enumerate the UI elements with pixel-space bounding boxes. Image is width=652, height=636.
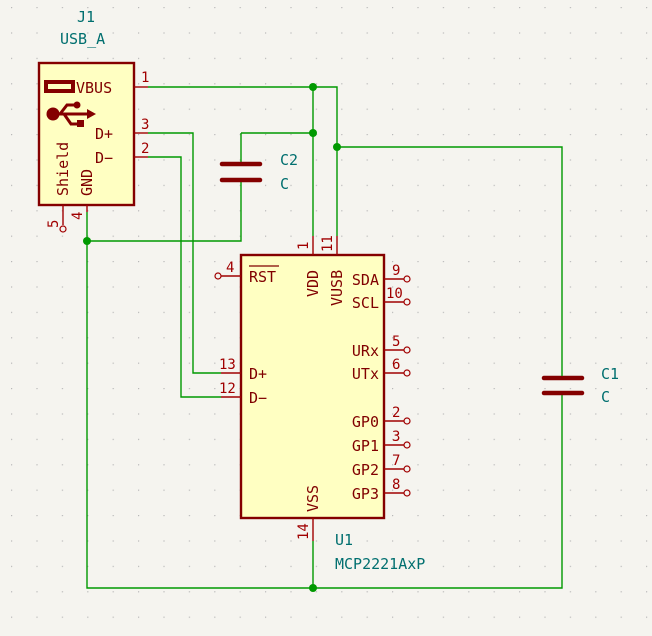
c2-capacitor[interactable]: C2 C: [219, 151, 298, 193]
j1-pin-dm-num: 2: [141, 141, 149, 157]
c2-value: C: [280, 175, 289, 193]
u1-pin-utx-name: UTx: [352, 365, 379, 383]
u1-pin-gp0-num: 2: [392, 405, 400, 421]
junction: [309, 83, 317, 91]
wire-c2-gnd[interactable]: [87, 182, 242, 242]
u1-pin-gp2-num: 7: [392, 453, 400, 469]
junction: [333, 143, 341, 151]
u1-pin-dm-num: 12: [219, 381, 236, 397]
u1-pin-urx-num: 5: [392, 334, 400, 350]
u1-pin-scl-name: SCL: [352, 294, 379, 312]
no-connect-marker: [403, 441, 411, 449]
j1-reference: J1: [77, 8, 95, 26]
c1-reference: C1: [601, 365, 619, 383]
j1-value: USB_A: [60, 30, 105, 48]
junction: [83, 237, 91, 245]
u1-reference: U1: [335, 531, 353, 549]
u1-pin-sda-name: SDA: [352, 271, 379, 289]
j1-pin-shield-name: Shield: [54, 142, 72, 196]
wire-dp[interactable]: [148, 132, 221, 374]
usb-icon: [44, 80, 96, 127]
no-connect-marker: [403, 298, 411, 306]
no-connect-marker: [403, 417, 411, 425]
u1-pin-gp3-num: 8: [392, 477, 400, 493]
wire-c1-top[interactable]: [337, 146, 563, 362]
u1-pin-sda-num: 9: [392, 263, 400, 279]
j1-pin-gnd-name: GND: [78, 169, 96, 196]
junctions: [83, 83, 341, 592]
u1-pin-vss-name: VSS: [304, 485, 322, 512]
u1-pin-dp-name: D+: [249, 365, 267, 383]
wire-gnd[interactable]: [86, 212, 563, 589]
u1-pin-utx-num: 6: [392, 357, 400, 373]
u1-chip[interactable]: U1 MCP2221AxP 4 13 12 RST D+ D− 1 11 VDD…: [214, 235, 425, 573]
u1-pin-gp3-name: GP3: [352, 485, 379, 503]
j1-pin-gnd-num: 4: [70, 212, 86, 220]
j1-connector[interactable]: J1 USB_A VBUS D+ D− Shield GND 1 3 2 5: [37, 8, 149, 233]
u1-pin-vss-num: 14: [296, 523, 312, 540]
u1-value: MCP2221AxP: [335, 555, 425, 573]
j1-pin-shield-num: 5: [46, 220, 62, 228]
u1-pin-dp-num: 13: [219, 357, 236, 373]
junction: [309, 584, 317, 592]
no-connect-marker: [403, 489, 411, 497]
no-connect-marker: [403, 275, 411, 283]
no-connect-marker: [214, 272, 222, 280]
wires: [86, 86, 563, 589]
no-connect-marker: [59, 225, 67, 233]
j1-pin-dm-name: D−: [95, 149, 113, 167]
u1-pin-dm-name: D−: [249, 389, 267, 407]
u1-pin-gp0-name: GP0: [352, 413, 379, 431]
j1-pin-dp-num: 3: [141, 117, 149, 133]
u1-pin-vusb-name: VUSB: [328, 270, 346, 306]
u1-pin-vdd-name: VDD: [304, 270, 322, 297]
j1-pin-vbus-num: 1: [141, 70, 149, 86]
u1-pin-vdd-num: 1: [296, 242, 312, 250]
c2-reference: C2: [280, 151, 298, 169]
u1-pin-scl-num: 10: [386, 286, 403, 302]
no-connect-marker: [403, 465, 411, 473]
u1-pin-gp1-name: GP1: [352, 437, 379, 455]
u1-pin-gp1-num: 3: [392, 429, 400, 445]
no-connect-marker: [403, 346, 411, 354]
u1-pin-gp2-name: GP2: [352, 461, 379, 479]
no-connect-marker: [403, 369, 411, 377]
wire-dm[interactable]: [148, 156, 221, 398]
c1-value: C: [601, 388, 610, 406]
u1-pin-vusb-num: 11: [320, 235, 336, 252]
u1-pin-urx-name: URx: [352, 342, 379, 360]
u1-pin-rst-name: RST: [249, 268, 276, 286]
j1-pin-dp-name: D+: [95, 125, 113, 143]
j1-pin-vbus-name: VBUS: [76, 79, 112, 97]
c1-capacitor[interactable]: C1 C: [541, 362, 619, 406]
wire-vbus[interactable]: [148, 86, 338, 236]
u1-pin-rst-num: 4: [226, 260, 234, 276]
junction: [309, 129, 317, 137]
